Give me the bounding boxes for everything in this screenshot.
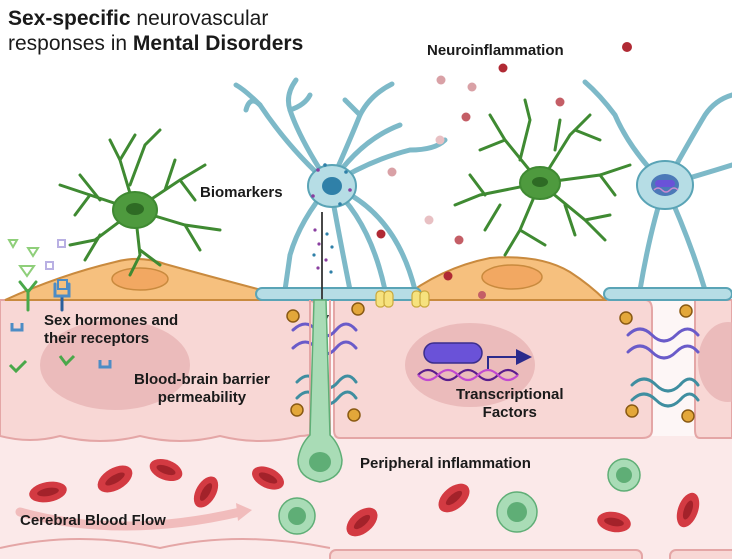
astrocyte-nucleus [322, 177, 342, 195]
label-bbb-permeability: Blood-brain barrier permeability [134, 371, 270, 407]
microglia-icon [58, 98, 632, 277]
red-blood-cell-icon [29, 458, 700, 537]
label-cerebral-blood-flow: Cerebral Blood Flow [20, 512, 166, 529]
blood-flow-arrow [15, 507, 245, 531]
title-text: responses in [8, 32, 133, 55]
endothelial-cell-icon [0, 299, 732, 442]
label-peripheral-inflammation: Peripheral inflammation [360, 455, 531, 472]
page-title: Sex-specific neurovascular responses in … [8, 6, 303, 56]
label-neuroinflammation: Neuroinflammation [427, 42, 564, 59]
biomarker-icon [311, 163, 352, 274]
label-line: Sex hormones and [44, 312, 179, 329]
label-line: Blood-brain barrier [134, 371, 270, 388]
leukocyte-icon [278, 299, 641, 535]
title-emphasis: Sex-specific [8, 7, 131, 30]
label-sex-hormones: Sex hormones and their receptors [44, 312, 178, 348]
pericyte-icon [4, 256, 608, 301]
dna-icon [417, 368, 519, 382]
title-text: neurovascular [130, 7, 269, 30]
label-line: Factors [482, 404, 537, 421]
junction-anchor-icon [286, 302, 695, 423]
label-line: Transcriptional [456, 386, 564, 403]
channel-icon [375, 290, 430, 308]
label-line: permeability [157, 389, 247, 406]
cytokine-icon [376, 42, 632, 299]
label-line: their receptors [44, 330, 150, 347]
label-transcriptional-factors: Transcriptional Factors [456, 386, 564, 422]
label-biomarkers: Biomarkers [200, 184, 283, 201]
title-emphasis: Mental Disorders [132, 32, 304, 55]
receptor-icon [18, 280, 71, 312]
transcription-factor-icon [423, 342, 532, 370]
hormone-icon [7, 239, 112, 374]
